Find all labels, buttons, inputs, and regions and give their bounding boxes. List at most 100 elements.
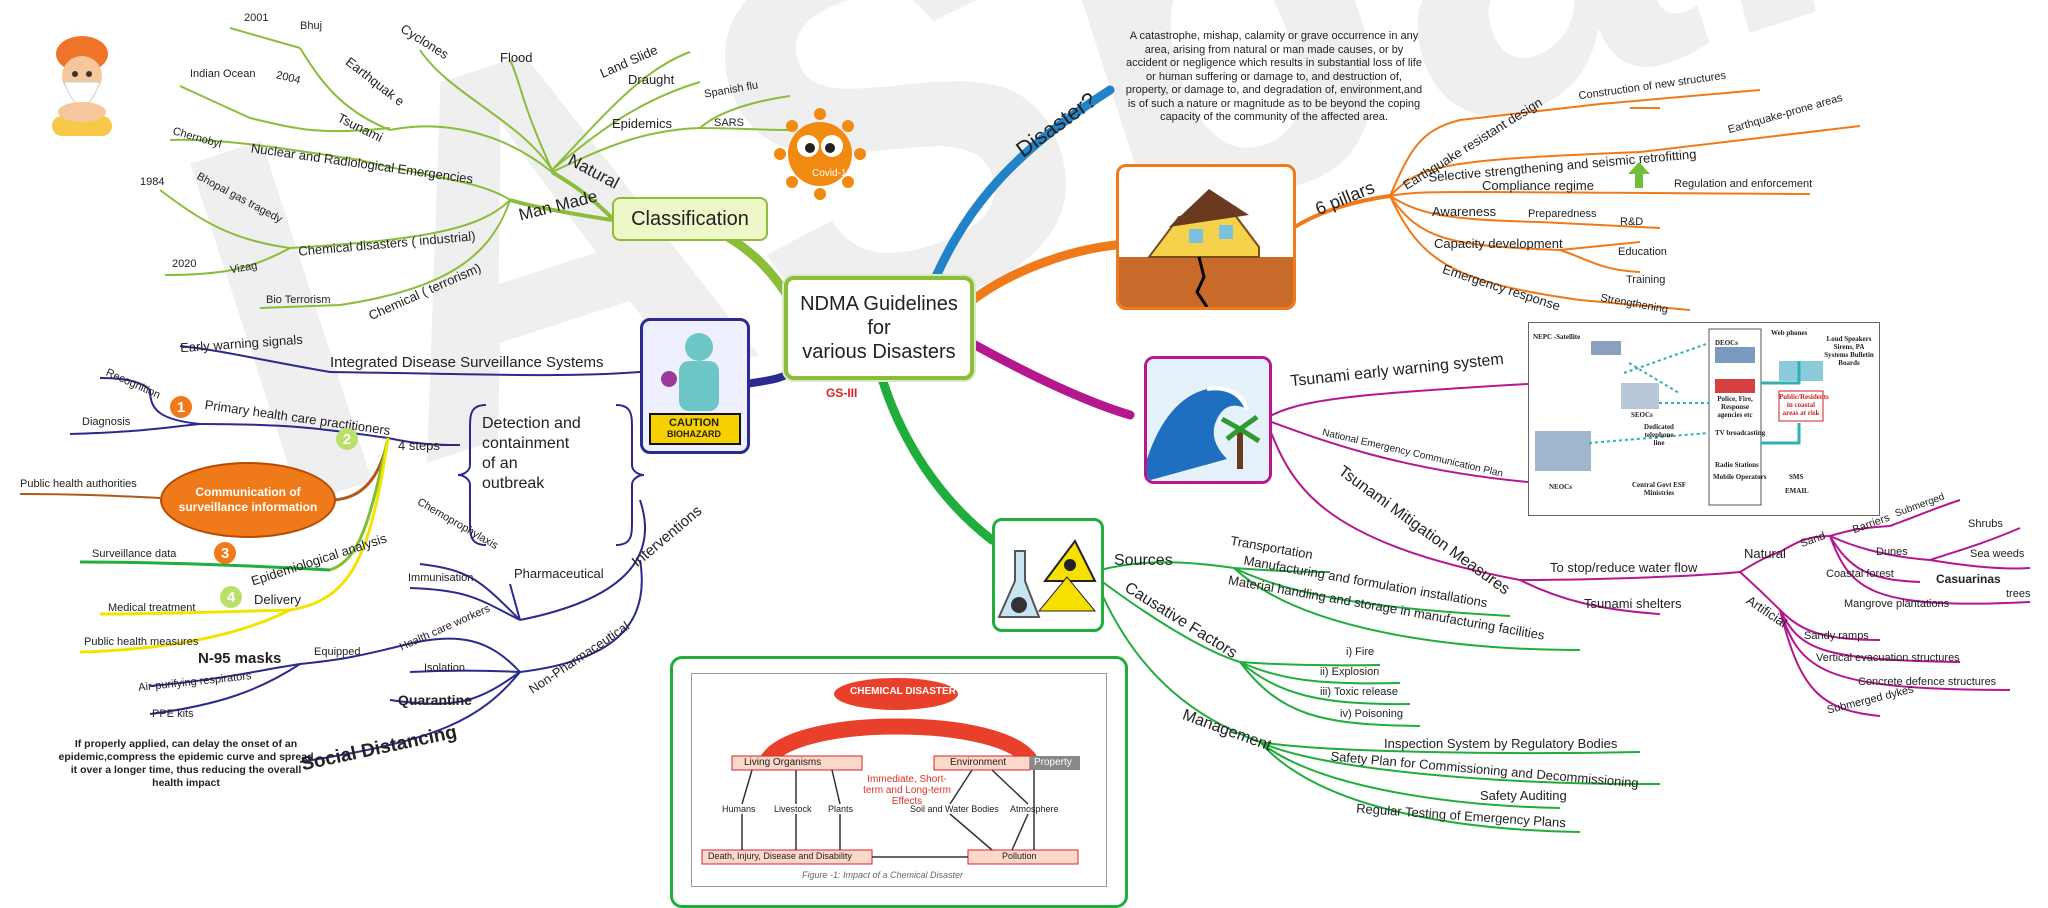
- explosion-label: ii) Explosion: [1320, 666, 1380, 678]
- social-distancing-note: If properly applied, can delay the onset…: [58, 738, 314, 789]
- diagnosis-label: Diagnosis: [82, 416, 131, 428]
- chemical-hazard-image: [992, 518, 1104, 632]
- caution-label: CAUTION: [669, 417, 720, 429]
- epidemics-label: Epidemics: [612, 116, 672, 131]
- tsunami-shelters-label: Tsunami shelters: [1584, 596, 1682, 611]
- sea-weeds-label: Sea weeds: [1970, 548, 2025, 560]
- humans-label: Humans: [722, 804, 756, 814]
- bhuj-label: Bhuj: [300, 20, 323, 32]
- pharmaceutical-label: Pharmaceutical: [514, 566, 604, 581]
- auditing-label: Safety Auditing: [1480, 788, 1567, 803]
- environment-label: Environment: [950, 757, 1007, 768]
- delivery-label: Delivery: [254, 592, 301, 607]
- deocs-label: DEOCs: [1715, 339, 1738, 347]
- immunisation-label: Immunisation: [408, 572, 474, 584]
- communication-node: Communication of surveillance informatio…: [160, 462, 336, 538]
- gs-label: GS-III: [826, 386, 858, 400]
- central-topic: NDMA Guidelines for various Disasters: [784, 276, 974, 380]
- earthquake-house-image: [1116, 164, 1296, 310]
- concrete-label: Concrete defence structures: [1858, 676, 1997, 688]
- police-label: Police, Fire, Response agencies etc: [1717, 395, 1753, 419]
- satellite-label: NEPC -Satellite: [1533, 333, 1581, 341]
- tv-label: TV broadcasting: [1715, 429, 1766, 437]
- regulation-label: Regulation and enforcement: [1674, 178, 1813, 190]
- detection-line-2: containment: [482, 435, 570, 452]
- year-1984: 1984: [140, 176, 165, 188]
- soil-label: Soil and Water Bodies: [910, 804, 999, 814]
- tm-natural-label: Natural: [1744, 546, 1786, 561]
- mobile-label: Mobile Operators: [1713, 473, 1767, 481]
- coastal-forest-label: Coastal forest: [1826, 568, 1894, 580]
- public-measures-label: Public health measures: [84, 636, 199, 648]
- dunes-label: Dunes: [1876, 546, 1908, 558]
- ppe-label: PPE kits: [152, 708, 194, 720]
- central-govt-label: Central Govt ESF Ministries: [1631, 481, 1687, 497]
- indian-ocean-label: Indian Ocean: [190, 68, 256, 80]
- covid-label: Covid-19: [812, 168, 853, 179]
- detection-text: Detection and containment of an outbreak: [482, 414, 581, 494]
- isolation-label: Isolation: [424, 662, 465, 674]
- step-3-badge: 3: [214, 542, 236, 564]
- rnd-label: R&D: [1620, 216, 1644, 228]
- chemical-disaster-figure: CHEMICAL DISASTER Living Organisms Envir…: [670, 656, 1128, 908]
- step-2-badge: 2: [336, 428, 358, 450]
- loudspeakers-label: Loud Speakers Sirens, PA Systems Bulleti…: [1824, 335, 1874, 367]
- detection-line-4: outbreak: [482, 475, 545, 492]
- step-1-badge: 1: [170, 396, 192, 418]
- equipped-label: Equipped: [314, 646, 361, 658]
- property-label: Property: [1034, 757, 1072, 768]
- medical-treatment-label: Medical treatment: [108, 602, 196, 614]
- sage-illustration: [52, 36, 112, 136]
- sandy-ramps-label: Sandy ramps: [1804, 630, 1869, 642]
- seocs-label: SEOCs: [1631, 411, 1653, 419]
- stop-flow-label: To stop/reduce water flow: [1550, 560, 1698, 575]
- year-2020: 2020: [172, 258, 197, 270]
- preparedness-label: Preparedness: [1528, 208, 1597, 220]
- detection-line-1: Detection and: [482, 415, 581, 432]
- awareness-label: Awareness: [1432, 204, 1497, 219]
- training-label: Training: [1626, 274, 1666, 286]
- cloud-label: CHEMICAL DISASTER: [850, 686, 956, 697]
- idss-label: Integrated Disease Surveillance Systems: [330, 354, 604, 371]
- sms-label: SMS: [1789, 473, 1804, 481]
- figure-caption: Figure -1: Impact of a Chemical Disaster: [802, 870, 964, 880]
- vertical-label: Vertical evacuation structures: [1816, 652, 1960, 664]
- surveillance-data-label: Surveillance data: [92, 548, 177, 560]
- death-label: Death, Injury, Disease and Disability: [708, 851, 852, 861]
- step-4-badge: 4: [220, 586, 242, 608]
- bio-terrorism-label: Bio Terrorism: [266, 294, 331, 306]
- livestock-label: Livestock: [774, 804, 812, 814]
- capacity-label: Capacity development: [1434, 236, 1563, 251]
- inspection-label: Inspection System by Regulatory Bodies: [1384, 736, 1618, 751]
- flood-label: Flood: [500, 50, 533, 65]
- education-label: Education: [1618, 246, 1667, 258]
- quarantine-label: Quarantine: [398, 692, 472, 708]
- pollution-label: Pollution: [1002, 851, 1037, 861]
- plants-label: Plants: [828, 804, 854, 814]
- public-health-authorities-label: Public health authorities: [20, 478, 137, 490]
- poisoning-label: iv) Poisoning: [1340, 708, 1403, 720]
- radio-label: Radio Stations: [1715, 461, 1759, 469]
- year-2001: 2001: [244, 12, 269, 24]
- casuarinas-label: Casuarinas: [1936, 572, 2001, 586]
- web-phones-label: Web phones: [1771, 329, 1808, 337]
- tsunami-warning-diagram: NEPC -Satellite DEOCs Police, Fire, Resp…: [1528, 322, 1880, 516]
- title-line-3: various Disasters: [802, 341, 956, 363]
- disaster-definition: A catastrophe, mishap, calamity or grave…: [1125, 30, 1423, 123]
- covid-virus-icon: [774, 108, 866, 200]
- telephone-label: Dedicated telephone line: [1644, 423, 1674, 447]
- effects-label: Immediate, Short-term and Long-term Effe…: [863, 774, 951, 807]
- mangrove-label: Mangrove plantations: [1844, 598, 1950, 610]
- four-steps-label: 4 steps: [398, 438, 440, 453]
- atmosphere-label: Atmosphere: [1010, 804, 1059, 814]
- biohazard-label: BIOHAZARD: [667, 429, 721, 439]
- n95-label: N-95 masks: [198, 650, 282, 667]
- shrubs-label: Shrubs: [1968, 518, 2003, 530]
- fire-label: i) Fire: [1346, 646, 1375, 658]
- biohazard-suit-image: CAUTION BIOHAZARD: [640, 318, 750, 454]
- sources-label: Sources: [1114, 552, 1173, 569]
- email-label: EMAIL: [1785, 487, 1809, 495]
- up-arrow-icon: [1628, 162, 1650, 188]
- classification-node: Classification: [612, 197, 768, 241]
